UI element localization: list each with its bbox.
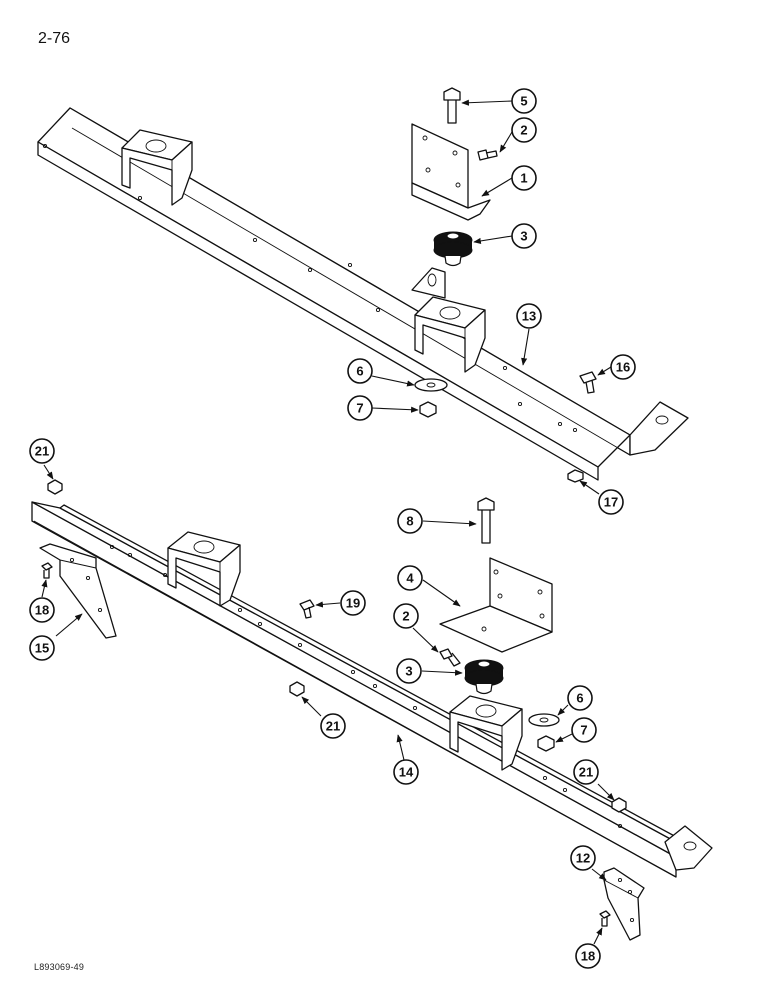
- svg-text:4: 4: [406, 571, 414, 586]
- svg-text:2: 2: [402, 609, 409, 624]
- page-number: 2-76: [38, 30, 71, 47]
- callout-17: 17: [598, 489, 624, 515]
- callout-15: 15: [29, 635, 55, 661]
- callout-1: 1: [511, 165, 537, 191]
- callout-21: 21: [29, 438, 55, 464]
- svg-text:1: 1: [520, 171, 527, 186]
- svg-text:7: 7: [580, 723, 587, 738]
- svg-text:3: 3: [520, 229, 527, 244]
- svg-text:6: 6: [356, 364, 363, 379]
- callout-16: 16: [610, 354, 636, 380]
- callout-2: 2: [511, 117, 537, 143]
- callout-14: 14: [393, 759, 419, 785]
- callout-3: 3: [396, 658, 422, 684]
- svg-text:17: 17: [604, 495, 618, 510]
- callout-18: 18: [29, 597, 55, 623]
- svg-text:21: 21: [35, 444, 49, 459]
- svg-text:21: 21: [579, 765, 593, 780]
- svg-text:18: 18: [35, 603, 49, 618]
- callout-18: 18: [575, 943, 601, 969]
- svg-text:18: 18: [581, 949, 595, 964]
- callout-6: 6: [347, 358, 373, 384]
- callout-2: 2: [393, 603, 419, 629]
- callout-4: 4: [397, 565, 423, 591]
- svg-text:7: 7: [356, 401, 363, 416]
- leader-lines: [41, 99, 615, 945]
- callout-21: 21: [573, 759, 599, 785]
- figure-id: L893069-49: [34, 962, 85, 972]
- lower-hardware: [39, 479, 645, 941]
- svg-text:15: 15: [35, 641, 49, 656]
- callout-7: 7: [571, 717, 597, 743]
- callout-13: 13: [516, 303, 542, 329]
- callout-5: 5: [511, 88, 537, 114]
- callout-6: 6: [567, 685, 593, 711]
- callout-3: 3: [511, 223, 537, 249]
- callout-12: 12: [570, 845, 596, 871]
- upper-rail: [37, 107, 689, 481]
- svg-text:14: 14: [399, 765, 414, 780]
- svg-text:2: 2: [520, 123, 527, 138]
- svg-text:21: 21: [326, 719, 340, 734]
- svg-text:6: 6: [576, 691, 583, 706]
- callout-8: 8: [397, 508, 423, 534]
- callout-21: 21: [320, 713, 346, 739]
- svg-text:8: 8: [406, 514, 413, 529]
- callout-7: 7: [347, 395, 373, 421]
- svg-text:3: 3: [405, 664, 412, 679]
- svg-text:5: 5: [520, 94, 527, 109]
- svg-text:19: 19: [346, 596, 360, 611]
- svg-text:16: 16: [616, 360, 630, 375]
- callout-19: 19: [340, 590, 366, 616]
- svg-text:12: 12: [576, 851, 590, 866]
- svg-text:13: 13: [522, 309, 536, 324]
- lower-rail: [31, 501, 713, 878]
- upper-hardware: [411, 87, 597, 483]
